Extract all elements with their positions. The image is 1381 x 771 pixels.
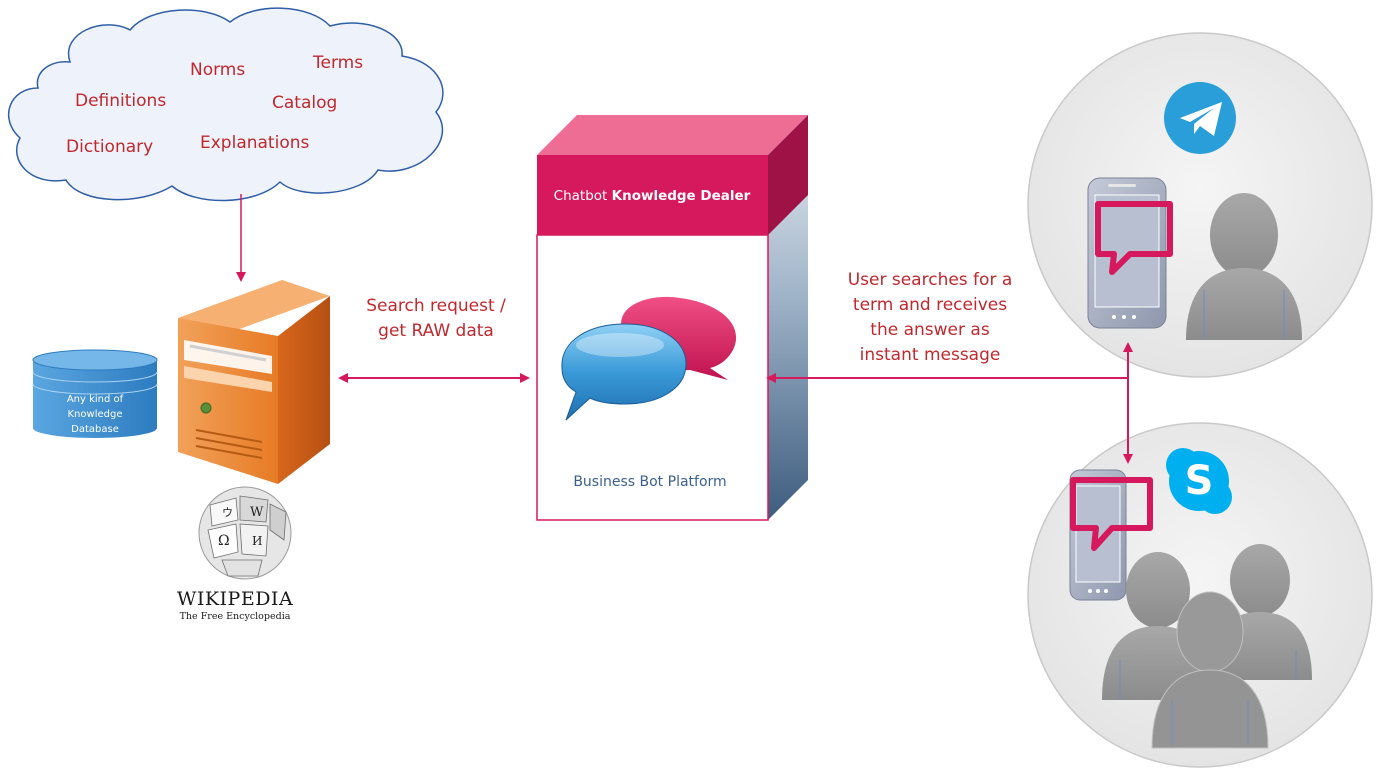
chatbot-box-title-normal: Chatbot: [554, 188, 612, 204]
cloud-word-terms: Terms: [312, 53, 363, 73]
message-bubble-icon: [1095, 201, 1173, 275]
svg-text:S: S: [1185, 458, 1214, 504]
skype-icon: S: [1166, 448, 1232, 514]
cloud-word-norms: Norms: [190, 60, 245, 80]
wikipedia-subtitle: The Free Encyclopedia: [180, 611, 291, 622]
telegram-user-group: [1027, 32, 1373, 378]
chat-bubbles-icon: [561, 296, 737, 421]
database-label-line1: Any kind of: [67, 394, 124, 405]
svg-text:Ω: Ω: [218, 533, 230, 549]
knowledge-cloud: Norms Terms Definitions Catalog Dictiona…: [8, 7, 444, 202]
chatbot-box-footer: Business Bot Platform: [573, 474, 726, 490]
cloud-word-dictionary: Dictionary: [66, 137, 153, 157]
skype-user-group: S: [1027, 422, 1373, 768]
cloud-word-catalog: Catalog: [272, 93, 337, 113]
user-label-line2: term and receives: [853, 295, 1007, 315]
chatbot-box-title-bold: Knowledge Dealer: [612, 188, 751, 204]
people-icon: [1102, 544, 1312, 749]
wikipedia-logo: Ω W И ウ WIKIPEDIA The Free Encyclopedia: [177, 486, 293, 622]
telegram-icon: [1164, 82, 1236, 154]
cloud-word-explanations: Explanations: [200, 133, 309, 153]
search-label-line1: Search request /: [366, 296, 506, 316]
chatbot-box: Chatbot Knowledge Dealer Business Bot Pl…: [536, 115, 808, 521]
cloud-shape: [8, 7, 444, 202]
search-label-line2: get RAW data: [378, 321, 494, 341]
database-label-line3: Database: [71, 424, 119, 435]
message-bubble-icon: [1070, 477, 1153, 551]
svg-text:W: W: [250, 505, 264, 520]
person-icon: [1186, 193, 1302, 340]
chatbot-box-title: Chatbot Knowledge Dealer: [554, 188, 751, 204]
svg-text:ウ: ウ: [222, 506, 233, 519]
user-label-line1: User searches for a: [848, 270, 1013, 290]
user-label-line4: instant message: [860, 345, 1001, 365]
knowledge-database: Any kind of Knowledge Database: [32, 349, 158, 438]
user-label-line3: the answer as: [870, 320, 990, 340]
cloud-word-definitions: Definitions: [75, 91, 166, 111]
svg-text:И: И: [252, 534, 262, 548]
database-label-line2: Knowledge: [68, 409, 123, 420]
server-icon: [178, 280, 330, 484]
wikipedia-title: WIKIPEDIA: [177, 588, 293, 610]
